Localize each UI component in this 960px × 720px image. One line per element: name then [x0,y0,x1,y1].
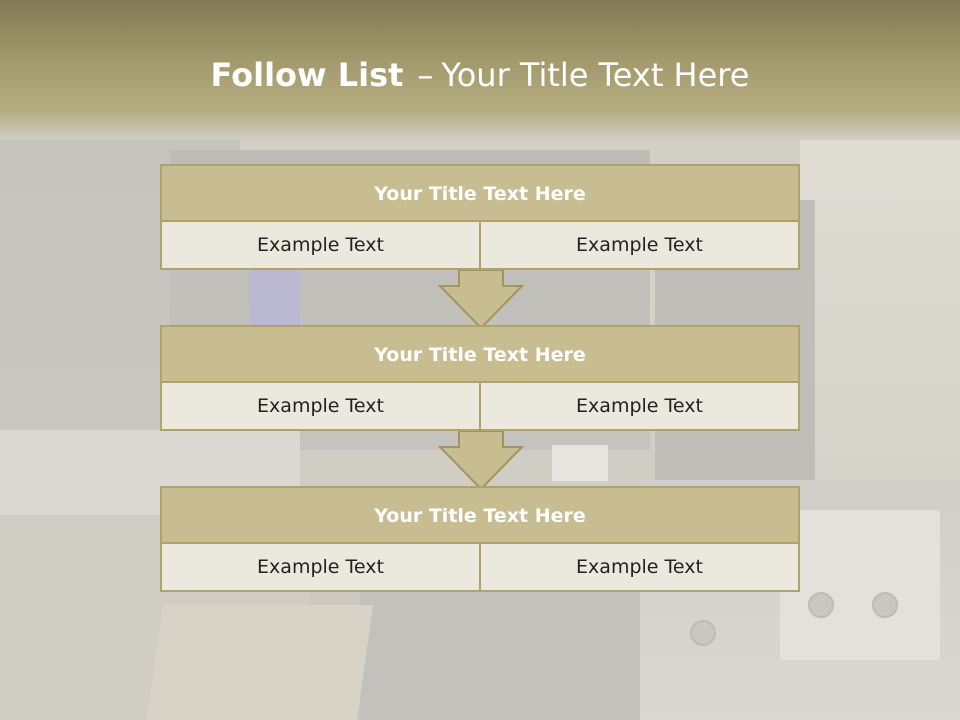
down-arrow-icon [438,270,524,330]
background-floor [360,590,690,720]
background-tub-inner [780,510,940,660]
flow-step-2: Your Title Text Here Example Text Exampl… [160,325,800,431]
flow-step-left-text: Example Text [162,544,479,590]
flow-step-row: Example Text Example Text [162,383,798,429]
background-jet [690,620,716,646]
flow-step-right-text: Example Text [479,222,798,268]
background-box [552,445,608,481]
flow-step-title: Your Title Text Here [162,166,798,222]
title-band: Follow List–Your Title Text Here [0,0,960,140]
background-rug [146,605,374,720]
flow-step-3: Your Title Text Here Example Text Exampl… [160,486,800,592]
background-wall-right [800,140,960,480]
slide-title-rest: Your Title Text Here [441,56,750,94]
flow-step-left-text: Example Text [162,383,479,429]
slide-title-bold: Follow List [210,56,404,94]
flow-step-left-text: Example Text [162,222,479,268]
flow-step-row: Example Text Example Text [162,222,798,268]
flow-step-right-text: Example Text [479,383,798,429]
flow-step-right-text: Example Text [479,544,798,590]
background-light [250,265,300,325]
slide-title-dash: – [417,56,434,94]
flow-step-title: Your Title Text Here [162,488,798,544]
background-jet [872,592,898,618]
background-jet [808,592,834,618]
flow-step-title: Your Title Text Here [162,327,798,383]
slide-title: Follow List–Your Title Text Here [0,52,960,98]
down-arrow-icon [438,431,524,491]
flow-step-row: Example Text Example Text [162,544,798,590]
flow-step-1: Your Title Text Here Example Text Exampl… [160,164,800,270]
